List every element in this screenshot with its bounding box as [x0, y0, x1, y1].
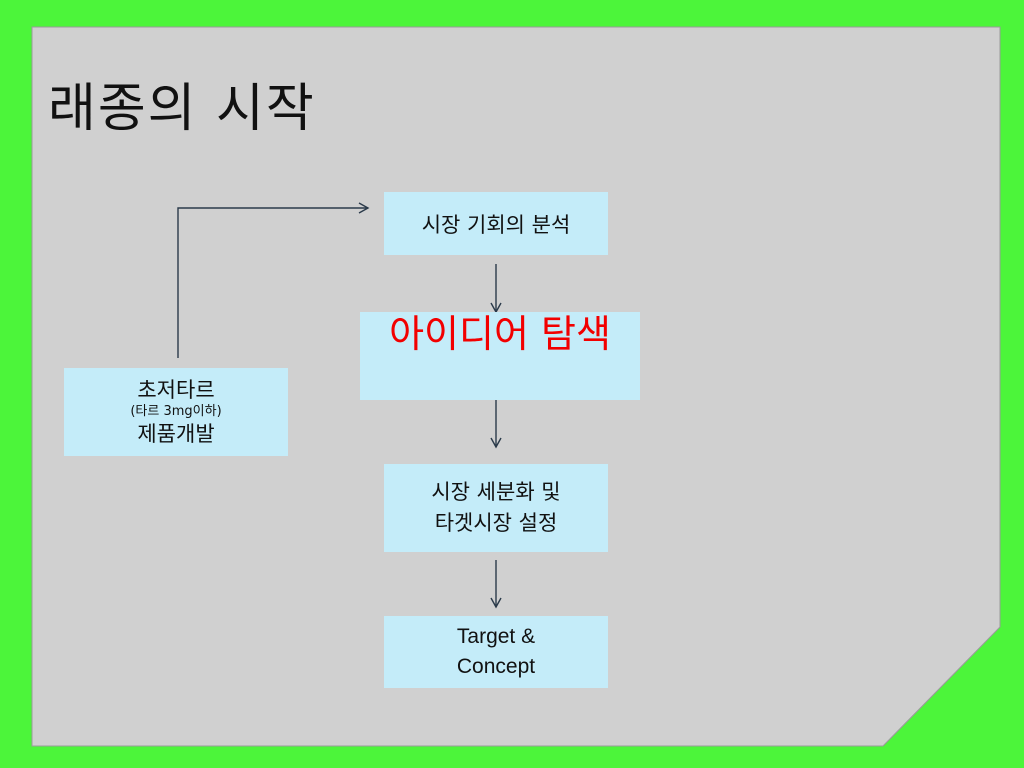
node-product-line2: (타르 3mg이하) [130, 404, 222, 419]
node-product-line1: 초저타르 [137, 378, 215, 402]
node-segmentation-line1: 시장 세분화 및 [431, 480, 561, 504]
node-target-line2: Concept [456, 655, 536, 678]
node-product-development: 초저타르 (타르 3mg이하) 제품개발 [64, 368, 288, 456]
node-market-analysis-label: 시장 기회의 분석 [421, 212, 571, 237]
node-target-concept: Target & Concept [384, 616, 608, 688]
node-idea-search-label: 아이디어 탐색 [389, 312, 611, 356]
node-segmentation: 시장 세분화 및 타겟시장 설정 [384, 464, 608, 552]
connector-product-to-market [177, 202, 370, 358]
slide-title: 래종의 시작 [48, 79, 316, 139]
node-target-line1: Target & [456, 625, 536, 648]
node-segmentation-line2: 타겟시장 설정 [434, 511, 558, 535]
node-idea-search: 아이디어 탐색 [360, 312, 640, 400]
node-product-line3: 제품개발 [137, 422, 215, 446]
node-market-analysis: 시장 기회의 분석 [384, 192, 608, 255]
